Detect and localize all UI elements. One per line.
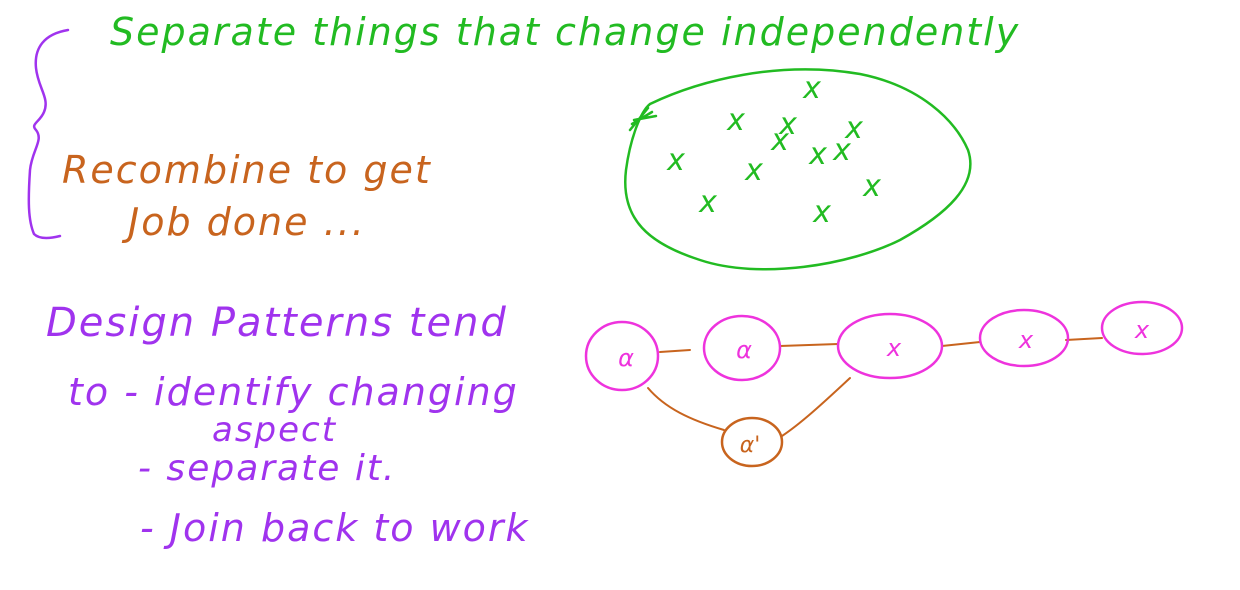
title-note: Separate things that change independentl… [110,10,1021,54]
blob-mark: x [862,169,881,204]
blob-mark: x [844,111,863,146]
chain-node-labels: α α x x x [618,316,1150,372]
patterns-note-line5: - Join back to work [140,506,530,550]
chain-node-label-2: α [736,336,752,364]
chain-node-3 [836,312,944,380]
blob-mark: x [744,153,763,188]
edge-2-3 [779,343,839,347]
blob-mark: x [698,185,717,220]
chain-node-4 [978,308,1070,368]
blob-mark: x [812,195,831,230]
chain-node-label-3: x [886,334,902,362]
chain-node-label-5: x [1134,316,1150,344]
chain-node-2 [702,314,782,382]
chain-node-label-1: α [618,344,634,372]
recombine-note-line2: Job done ... [128,200,366,244]
blob-mark: x [726,103,745,138]
edge-3-4 [941,341,981,347]
chain-nodes [584,300,1184,392]
chain-node-5 [1100,300,1184,356]
blob-mark: x [666,143,685,178]
edge-1-2 [659,349,691,353]
recombine-note-line1: Recombine to get [62,148,432,192]
side-node-label: α' [740,433,761,458]
curly-brace [27,28,70,240]
blob-mark: x [770,123,789,158]
patterns-note-line3: aspect [212,410,338,450]
blob-outline [623,68,972,271]
blob-mark: x [802,71,821,106]
blob-scribble [628,106,658,132]
chain-node-1 [584,320,660,392]
blob-mark: x [778,107,797,142]
edge-side-3 [781,377,851,437]
patterns-note-line4: - separate it. [138,448,397,489]
blob-mark: x [832,133,851,168]
patterns-note-line1: Design Patterns tend [46,300,508,346]
patterns-note-line2: to - identify changing [68,370,519,414]
side-node [720,416,784,468]
edge-4-5 [1065,337,1103,341]
blob-mark: x [808,137,827,172]
chain-node-label-4: x [1018,326,1034,354]
edge-1-side [647,387,725,431]
chain-edges [647,337,1103,437]
